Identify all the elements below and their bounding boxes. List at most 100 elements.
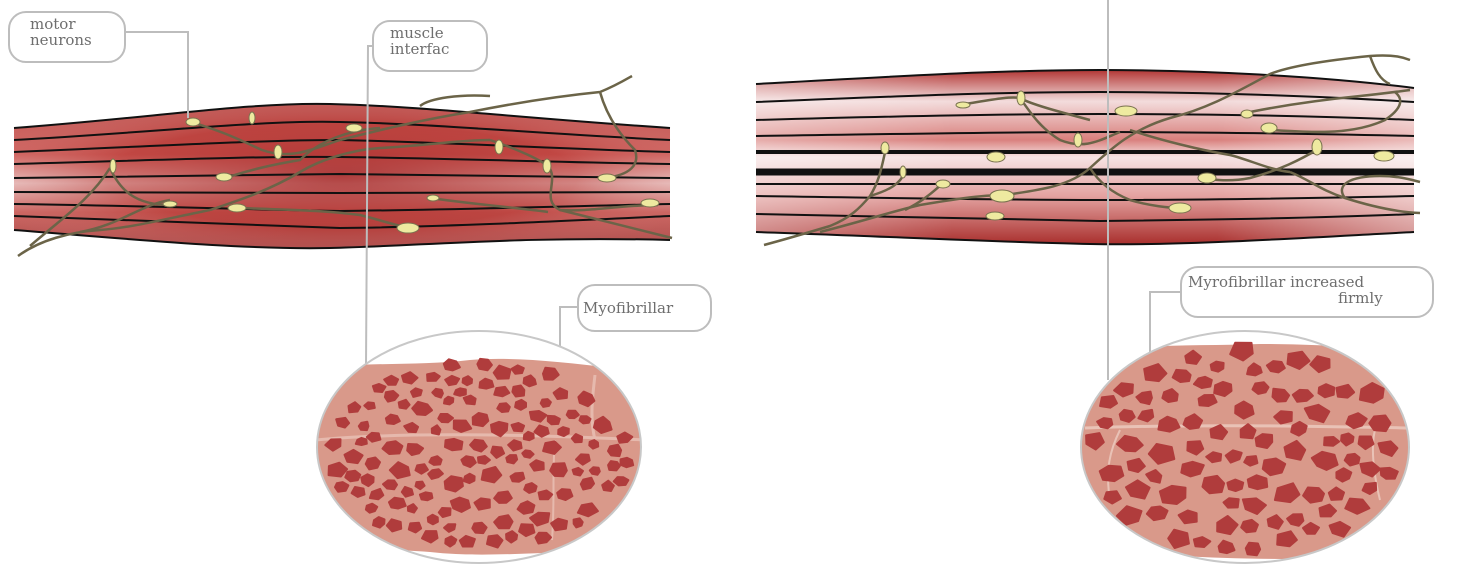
myofibrillar-increased-callout: Myrofibrillar increased firmly bbox=[1180, 266, 1434, 318]
myofibril-blob bbox=[524, 432, 534, 440]
myofibril-blob bbox=[438, 414, 453, 422]
myofibril-blob bbox=[1214, 382, 1231, 396]
myofibril-blob bbox=[373, 384, 386, 392]
myofibril-blob bbox=[473, 413, 489, 426]
myofibril-blob bbox=[352, 487, 365, 497]
myofibril-blob bbox=[1369, 416, 1390, 432]
myofibril-blob bbox=[1227, 480, 1243, 491]
myofibril-blob bbox=[506, 531, 517, 542]
myofibril-blob bbox=[1263, 459, 1285, 476]
myofibril-blob bbox=[428, 515, 438, 525]
myofibril-blob bbox=[1381, 468, 1398, 479]
myofibril-blob bbox=[557, 489, 572, 500]
myofibril-blob bbox=[550, 463, 567, 476]
muscle-interface-label-line2: interfac bbox=[390, 41, 486, 57]
myofibril-blob bbox=[608, 445, 621, 456]
myofibril-blob bbox=[1363, 483, 1377, 494]
myofibril-blob bbox=[386, 415, 400, 424]
myofibril-blob bbox=[444, 397, 453, 405]
myofibril-blob bbox=[558, 427, 569, 436]
myofibril-blob bbox=[541, 399, 551, 407]
motor-neurons-label-line1: motor bbox=[30, 16, 124, 32]
cross-section-normal bbox=[310, 325, 650, 565]
myofibrillar-increased-label-line1: Myrofibrillar increased bbox=[1188, 274, 1432, 290]
myofibril-blob bbox=[420, 492, 433, 500]
myofibril-blob bbox=[1120, 410, 1135, 422]
myofibril-blob bbox=[1100, 396, 1117, 408]
myofibril-blob bbox=[408, 504, 417, 512]
myofibril-blob bbox=[621, 458, 634, 467]
myofibril-blob bbox=[497, 403, 510, 412]
myofibril-blob bbox=[336, 418, 349, 428]
myofibril-blob bbox=[1345, 454, 1360, 466]
myofibril-blob bbox=[335, 482, 348, 492]
myofibril-blob bbox=[373, 517, 385, 528]
muscle-fiber-normal bbox=[14, 76, 672, 256]
myofibril-blob bbox=[1100, 466, 1124, 481]
myofibril-blob bbox=[402, 487, 413, 497]
myofibril-blob bbox=[1248, 475, 1267, 489]
myofibril-blob bbox=[399, 400, 410, 409]
myofibril-blob bbox=[345, 471, 360, 482]
myofibril-blob bbox=[439, 508, 451, 517]
myofibril-blob bbox=[1246, 543, 1260, 555]
myofibril-blob bbox=[515, 400, 526, 410]
myofibril-blob bbox=[548, 416, 560, 424]
myofibril-blob bbox=[480, 379, 494, 389]
myofibril-blob bbox=[572, 434, 582, 442]
myofibril-blob bbox=[464, 396, 476, 405]
myofibril-blob bbox=[1319, 384, 1335, 397]
myofibril-blob bbox=[389, 498, 406, 509]
myofibril-blob bbox=[1162, 389, 1177, 402]
cross-section-trained bbox=[1075, 325, 1420, 565]
myofibril-blob bbox=[506, 455, 517, 463]
myofibril-blob bbox=[494, 492, 512, 503]
myofibril-blob bbox=[512, 423, 525, 431]
myofibril-blob bbox=[356, 438, 367, 445]
myofibril-blob bbox=[445, 439, 462, 450]
myofibril-blob bbox=[463, 376, 472, 385]
myofibril-blob bbox=[1256, 434, 1273, 448]
myofibril-blob bbox=[464, 474, 475, 483]
myofibril-blob bbox=[427, 373, 440, 381]
motor-neurons-label-line2: neurons bbox=[30, 32, 124, 48]
myofibril-blob bbox=[454, 388, 466, 396]
myofibrillar-label: Myofibrillar bbox=[583, 300, 710, 316]
myofibril-blob bbox=[411, 388, 422, 397]
myofibril-blob bbox=[567, 411, 579, 418]
myofibril-blob bbox=[472, 523, 486, 533]
myofibril-blob bbox=[432, 425, 441, 434]
myofibril-blob bbox=[589, 440, 598, 449]
myofibril-blob bbox=[580, 416, 591, 423]
myofibril-blob bbox=[1181, 462, 1204, 477]
myofibril-blob bbox=[477, 359, 492, 370]
myofibril-blob bbox=[409, 523, 421, 533]
myofibril-blob bbox=[512, 386, 524, 397]
myofibrillar-callout: Myofibrillar bbox=[577, 284, 712, 332]
muscle-interface-callout: muscle interfac bbox=[372, 20, 488, 72]
myofibril-blob bbox=[359, 422, 369, 430]
myofibril-blob bbox=[1203, 476, 1225, 493]
myofibril-blob bbox=[1253, 382, 1269, 394]
myofibril-blob bbox=[429, 456, 441, 465]
myofibril-blob bbox=[445, 476, 463, 491]
myofibril-blob bbox=[573, 468, 583, 476]
muscle-interface-label-line1: muscle bbox=[390, 25, 486, 41]
myofibril-blob bbox=[364, 402, 375, 409]
myofibril-blob bbox=[416, 482, 425, 490]
myofibril-blob bbox=[1160, 486, 1186, 504]
myofibril-blob bbox=[1224, 498, 1239, 507]
myofibril-blob bbox=[1211, 362, 1224, 372]
myofibril-blob bbox=[1241, 520, 1258, 532]
myofibril-blob bbox=[494, 387, 509, 396]
myofibril-blob bbox=[524, 483, 536, 493]
myofibril-blob bbox=[361, 474, 373, 486]
myofibril-blob bbox=[511, 473, 525, 482]
myofibril-blob bbox=[590, 467, 600, 475]
myofibril-blob bbox=[608, 461, 620, 470]
motor-neurons-callout: motor neurons bbox=[8, 11, 126, 63]
myofibrillar-increased-label-line2: firmly bbox=[1188, 290, 1432, 306]
myofibril-blob bbox=[1244, 456, 1257, 466]
myofibril-blob bbox=[475, 498, 490, 509]
